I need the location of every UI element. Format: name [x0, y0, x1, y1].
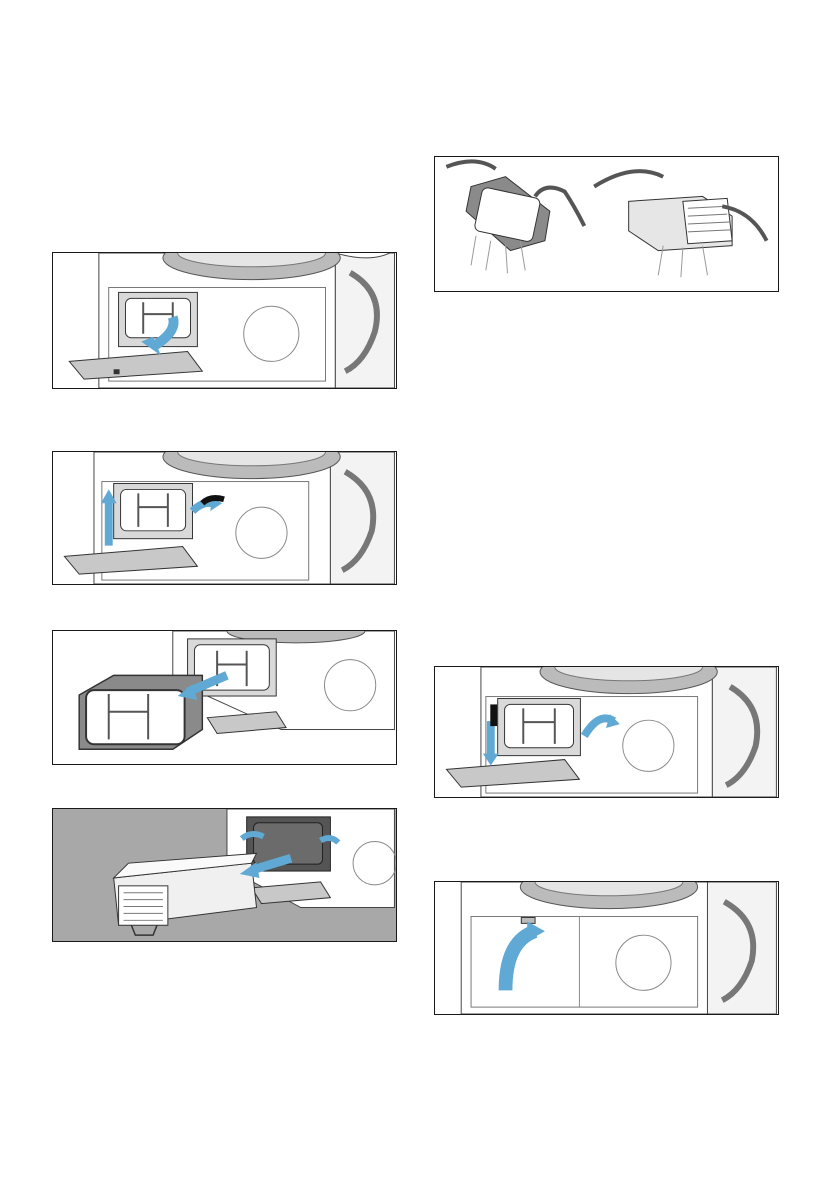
- figure-open-flap: [52, 252, 397, 389]
- illustration-open-flap: [53, 253, 396, 388]
- figure-pull-out-filter-frame: [52, 630, 397, 765]
- figure-close-flap: [434, 881, 779, 1015]
- figure-unlock-levers: [52, 451, 397, 585]
- illustration-lock-levers: [435, 667, 778, 797]
- illustration-rinse-heat-exchanger: [435, 157, 778, 291]
- figure-pull-out-heat-exchanger: [52, 808, 397, 942]
- figure-rinse-heat-exchanger: [434, 156, 779, 292]
- illustration-close-flap: [435, 882, 778, 1014]
- illustration-pull-out-filter-frame: [53, 631, 396, 764]
- figure-lock-levers: [434, 666, 779, 798]
- illustration-pull-out-heat-exchanger: [53, 809, 396, 941]
- illustration-unlock-levers: [53, 452, 396, 584]
